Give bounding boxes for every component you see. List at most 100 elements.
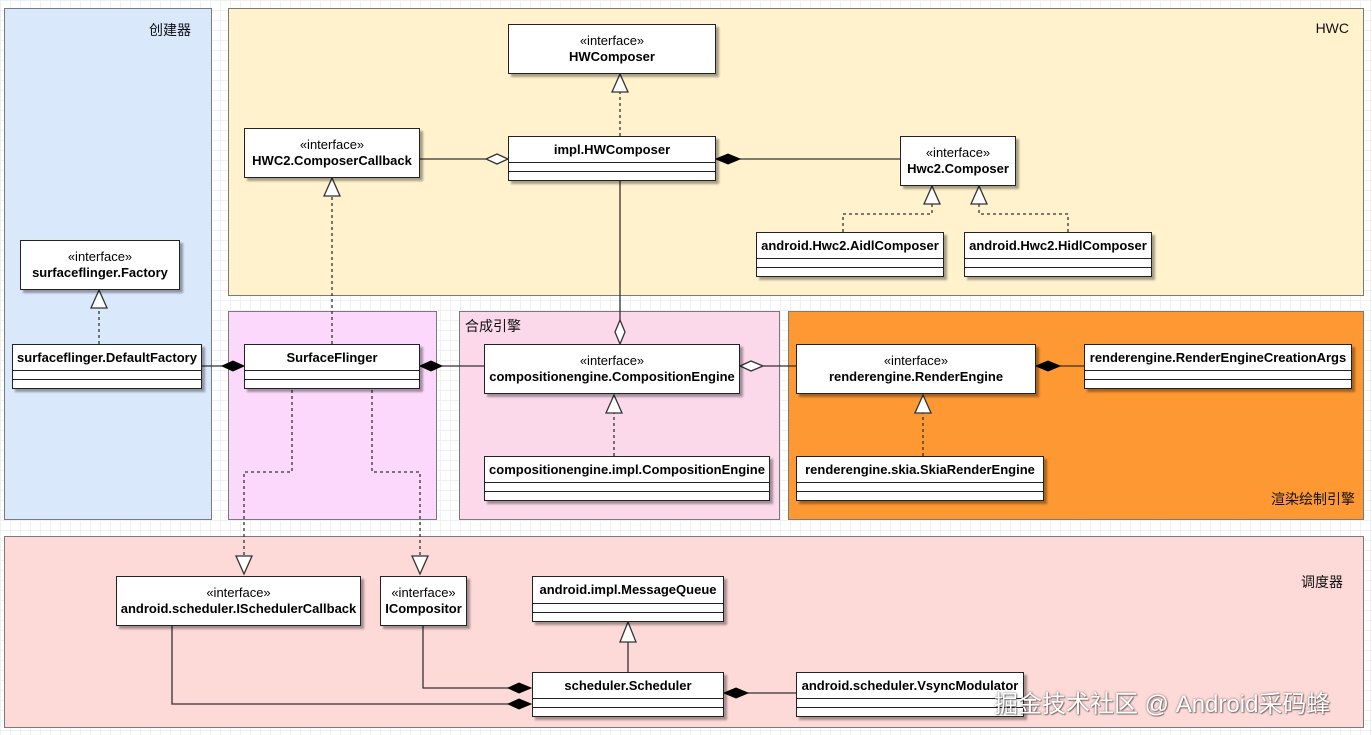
region-label-composition: 合成引擎	[465, 318, 521, 334]
class-vsync-modulator[interactable]: android.scheduler.VsyncModulator	[796, 672, 1024, 717]
stereotype: «interface»	[206, 585, 271, 600]
realize-aidl-to-hwc2	[842, 204, 933, 232]
class-name: surfaceflinger.Factory	[32, 265, 168, 280]
region-label-hwc: HWC	[1315, 20, 1349, 36]
class-methods	[245, 379, 419, 388]
class-attributes	[485, 482, 769, 491]
class-message-queue[interactable]: android.impl.MessageQueue	[532, 576, 724, 622]
class-attributes	[757, 258, 943, 267]
class-hwcomposer-interface[interactable]: «interface»HWComposer	[508, 24, 716, 74]
class-name: renderengine.RenderEngineCreationArgs	[1089, 349, 1347, 365]
stereotype: «interface»	[579, 33, 645, 48]
triangle-msgqueue	[619, 620, 637, 643]
class-sf-factory[interactable]: «interface»surfaceflinger.Factory	[20, 240, 180, 290]
class-impl-hwcomposer[interactable]: impl.HWComposer	[508, 136, 716, 181]
diamond-callback-impl	[484, 153, 510, 165]
class-methods	[797, 707, 1023, 716]
class-methods	[797, 491, 1043, 500]
class-attributes	[965, 258, 1151, 267]
class-methods	[13, 379, 201, 388]
class-render-engine[interactable]: «interface»renderengine.RenderEngine	[796, 344, 1036, 394]
class-name: android.scheduler.VsyncModulator	[801, 677, 1019, 693]
class-skia-render-engine[interactable]: renderengine.skia.SkiaRenderEngine	[796, 456, 1044, 501]
class-hidl-composer[interactable]: android.Hwc2.HidlComposer	[964, 232, 1152, 277]
realize-sf-to-ischeduler	[243, 390, 293, 556]
class-attributes	[533, 603, 723, 612]
class-name: scheduler.Scheduler	[564, 677, 692, 693]
stereotype: «interface»	[925, 145, 991, 160]
class-name: android.scheduler.ISchedulerCallback	[120, 601, 357, 616]
class-surface-flinger[interactable]: SurfaceFlinger	[244, 344, 420, 389]
class-methods	[485, 491, 769, 500]
diamond-factory-sf	[220, 360, 246, 372]
class-attributes	[509, 162, 715, 171]
class-name: android.Hwc2.AidlComposer	[761, 237, 939, 253]
class-name: HWC2.ComposerCallback	[252, 153, 412, 168]
class-methods	[1085, 379, 1351, 388]
stereotype: «interface»	[299, 137, 365, 152]
class-hwc2-composer[interactable]: «interface»Hwc2.Composer	[900, 136, 1016, 186]
triangle-hwc2-left	[922, 184, 942, 205]
triangle-hwcomposer	[610, 72, 630, 93]
class-attributes	[797, 698, 1023, 707]
diamond-icompositor-scheduler	[506, 682, 533, 694]
stereotype: «interface»	[883, 353, 949, 368]
class-name: SurfaceFlinger	[286, 349, 378, 365]
class-methods	[533, 707, 723, 716]
class-attributes	[1085, 370, 1351, 379]
triangle-ce	[604, 393, 624, 414]
diamond-vsync-scheduler	[722, 687, 750, 699]
triangle-factory	[89, 288, 109, 309]
class-methods	[509, 171, 715, 180]
triangle-ischeduler	[234, 555, 254, 576]
class-methods	[965, 267, 1151, 276]
class-attributes	[245, 370, 419, 379]
class-name: compositionengine.CompositionEngine	[489, 369, 735, 384]
class-name: compositionengine.impl.CompositionEngine	[489, 461, 765, 477]
class-icompositor[interactable]: «interface»ICompositor	[380, 576, 467, 626]
diamond-impl-hwc2	[714, 153, 742, 165]
region-label-creator: 创建器	[149, 22, 191, 38]
region-label-render: 渲染绘制引擎	[1271, 491, 1355, 507]
class-name: ICompositor	[385, 601, 462, 616]
diamond-ce-render	[738, 360, 765, 372]
class-name: surfaceflinger.DefaultFactory	[17, 349, 197, 365]
class-name: android.Hwc2.HidlComposer	[969, 237, 1147, 253]
class-composition-engine[interactable]: «interface»compositionengine.Composition…	[484, 344, 740, 394]
region-label-scheduler: 调度器	[1301, 574, 1343, 590]
assoc-ischeduler-scheduler	[171, 626, 508, 705]
class-methods	[533, 612, 723, 621]
watermark: 掘金技术社区 @ Android采码蜂	[994, 691, 1331, 718]
class-name: impl.HWComposer	[553, 141, 671, 157]
triangle-hwc2-right	[969, 184, 989, 205]
class-ischeduler-callback[interactable]: «interface»android.scheduler.ISchedulerC…	[116, 576, 361, 626]
stereotype: «interface»	[579, 353, 645, 368]
assoc-icompositor-scheduler	[422, 626, 508, 689]
class-composition-engine-impl[interactable]: compositionengine.impl.CompositionEngine	[484, 456, 770, 501]
class-name: android.impl.MessageQueue	[539, 582, 717, 597]
class-aidl-composer[interactable]: android.Hwc2.AidlComposer	[756, 232, 944, 277]
diamond-sf-ce	[418, 360, 444, 372]
diamond-impl-ce	[614, 318, 626, 346]
class-name: HWComposer	[569, 49, 655, 64]
class-methods	[757, 267, 943, 276]
class-name: Hwc2.Composer	[907, 161, 1009, 176]
realize-hidl-to-hwc2	[978, 204, 1069, 232]
class-attributes	[533, 698, 723, 707]
class-name: renderengine.skia.SkiaRenderEngine	[805, 461, 1035, 477]
class-sf-default-factory[interactable]: surfaceflinger.DefaultFactory	[12, 344, 202, 389]
class-hwc2-composer-callback[interactable]: «interface»HWC2.ComposerCallback	[244, 128, 420, 178]
class-render-engine-args[interactable]: renderengine.RenderEngineCreationArgs	[1084, 344, 1352, 389]
class-scheduler[interactable]: scheduler.Scheduler	[532, 672, 724, 717]
diamond-ischeduler-scheduler	[506, 698, 533, 710]
class-attributes	[13, 370, 201, 379]
stereotype: «interface»	[67, 249, 133, 264]
class-attributes	[797, 482, 1043, 491]
triangle-callback	[322, 176, 342, 197]
class-name: renderengine.RenderEngine	[828, 369, 1004, 384]
triangle-render	[913, 393, 933, 414]
diamond-args-render	[1034, 360, 1062, 372]
stereotype: «interface»	[391, 585, 456, 600]
triangle-icompositor	[410, 555, 430, 576]
